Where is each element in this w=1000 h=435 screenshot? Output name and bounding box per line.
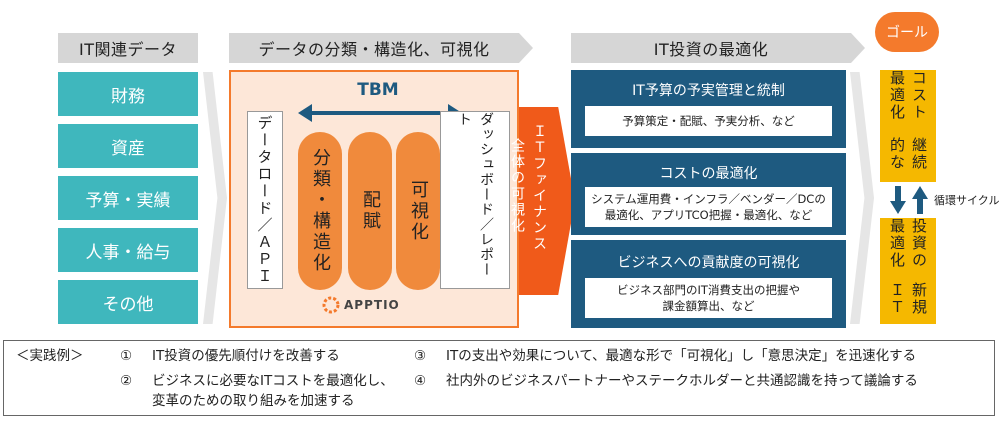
example-3-num: ③: [414, 348, 427, 364]
pill-allocate-label: 配賦: [360, 190, 381, 232]
header-process-label: データの分類・構造化、可視化: [258, 40, 490, 59]
block-budget-title: IT予算の予実管理と統制: [632, 83, 785, 99]
cycle-label: 循環サイクル: [934, 194, 1000, 207]
header-optimize-label: IT投資の最適化: [653, 40, 769, 59]
block-cost-optimization: コストの最適化 システム運用費・インフラ／ベンダー／DCの 最適化、アプリTCO…: [571, 153, 846, 235]
data-item-label: 予算・実績: [85, 190, 171, 211]
header-optimize: IT投資の最適化: [571, 33, 851, 63]
tbm-label: TBM: [357, 80, 399, 100]
data-item-label: 財務: [111, 86, 145, 107]
data-item-label: 資産: [111, 138, 145, 159]
block-business-detail-line1: ビジネス部門のIT消費支出の把握や: [617, 283, 800, 297]
example-2-num: ②: [120, 373, 133, 389]
data-load-api-box: データロード／ＡＰＩ: [247, 111, 283, 289]
goal-badge-label: ゴール: [886, 25, 928, 41]
header-process-arrow: [519, 33, 533, 63]
block-business-contribution: ビジネスへの貢献度の可視化 ビジネス部門のIT消費支出の把握や 課金額算出、など: [571, 240, 846, 328]
goal-top-line2: 継続的な: [888, 137, 928, 172]
examples-label: ＜実践例＞: [16, 348, 84, 364]
pill-classify: 分類・構造化: [298, 132, 342, 290]
example-2-text-line1: ビジネスに必要なITコストを最適化し、: [152, 373, 394, 389]
cycle-arrow-up: [912, 186, 928, 214]
pill-classify-label: 分類・構造化: [310, 148, 331, 274]
flow-arrow-left: [203, 72, 227, 324]
example-2-text-line2: 変革のための取り組みを加速する: [152, 393, 355, 409]
block-budget-detail: 予算策定・配賦、予実分析、など: [585, 106, 832, 136]
data-item-budget: 予算・実績: [58, 176, 198, 220]
goal-top-line1: コスト最適化: [888, 70, 928, 121]
examples-box: [3, 340, 995, 416]
block-business-title: ビジネスへの貢献度の可視化: [617, 255, 800, 271]
header-data: IT関連データ: [58, 33, 198, 63]
example-1-num: ①: [120, 348, 133, 364]
tbm-double-arrow: [298, 104, 462, 122]
flow-arrow-right: [850, 72, 874, 324]
example-4-num: ④: [414, 373, 427, 389]
block-business-detail: ビジネス部門のIT消費支出の把握や 課金額算出、など: [585, 278, 832, 318]
header-process: データの分類・構造化、可視化: [229, 33, 519, 63]
chevron-line2: 全体の可視化: [509, 138, 525, 234]
pill-allocate: 配賦: [348, 132, 392, 290]
pill-visualize: 可視化: [396, 132, 440, 290]
cycle-arrow-down: [890, 186, 906, 214]
example-4-text: 社内外のビジネスパートナーやステークホルダーと共通認識を持って議論する: [446, 373, 918, 389]
data-item-finance: 財務: [58, 72, 198, 116]
dashboard-report-box: ダッシュボード／レポート: [440, 111, 510, 289]
block-budget-control: IT予算の予実管理と統制 予算策定・配賦、予実分析、など: [571, 70, 846, 148]
data-item-other: その他: [58, 280, 198, 324]
data-item-hr: 人事・給与: [58, 228, 198, 272]
chevron-line1: ＩＴファイナンス: [531, 124, 547, 252]
apptio-logo: APPTIO: [322, 296, 400, 314]
goal-bottom-line2: 新規ＩＴ: [888, 281, 928, 316]
block-budget-detail-line1: 予算策定・配賦、予実分析、など: [622, 114, 795, 128]
block-business-detail-line2: 課金額算出、など: [662, 299, 755, 313]
goal-badge: ゴール: [875, 12, 939, 52]
goal-new-it-investment: 投資の最適化 新規ＩＴ: [880, 218, 936, 324]
apptio-logo-text: APPTIO: [344, 298, 400, 312]
example-1-text: IT投資の優先順付けを改善する: [152, 348, 340, 364]
block-cost-title: コストの最適化: [659, 166, 758, 182]
example-3-text: ITの支出や効果について、最適な形で「可視化」し「意思決定」を迅速化する: [446, 348, 917, 364]
block-cost-detail-line1: システム運用費・インフラ／ベンダー／DCの: [591, 192, 826, 206]
pill-visualize-label: 可視化: [408, 179, 429, 243]
dashboard-report-label: ダッシュボード／レポート: [456, 112, 494, 277]
data-item-assets: 資産: [58, 124, 198, 168]
header-data-label: IT関連データ: [79, 40, 177, 59]
data-load-api-label: データロード／ＡＰＩ: [255, 115, 274, 285]
block-cost-detail: システム運用費・インフラ／ベンダー／DCの 最適化、アプリTCO把握・最適化、な…: [585, 187, 832, 227]
block-cost-detail-line2: 最適化、アプリTCO把握・最適化、など: [604, 208, 813, 222]
goal-cost-optimization: コスト最適化 継続的な: [880, 70, 936, 182]
header-optimize-arrow: [851, 33, 865, 63]
data-item-label: その他: [102, 294, 154, 315]
apptio-logo-mark: [322, 296, 340, 314]
data-item-label: 人事・給与: [85, 242, 171, 263]
goal-bottom-line1: 投資の最適化: [888, 218, 928, 269]
